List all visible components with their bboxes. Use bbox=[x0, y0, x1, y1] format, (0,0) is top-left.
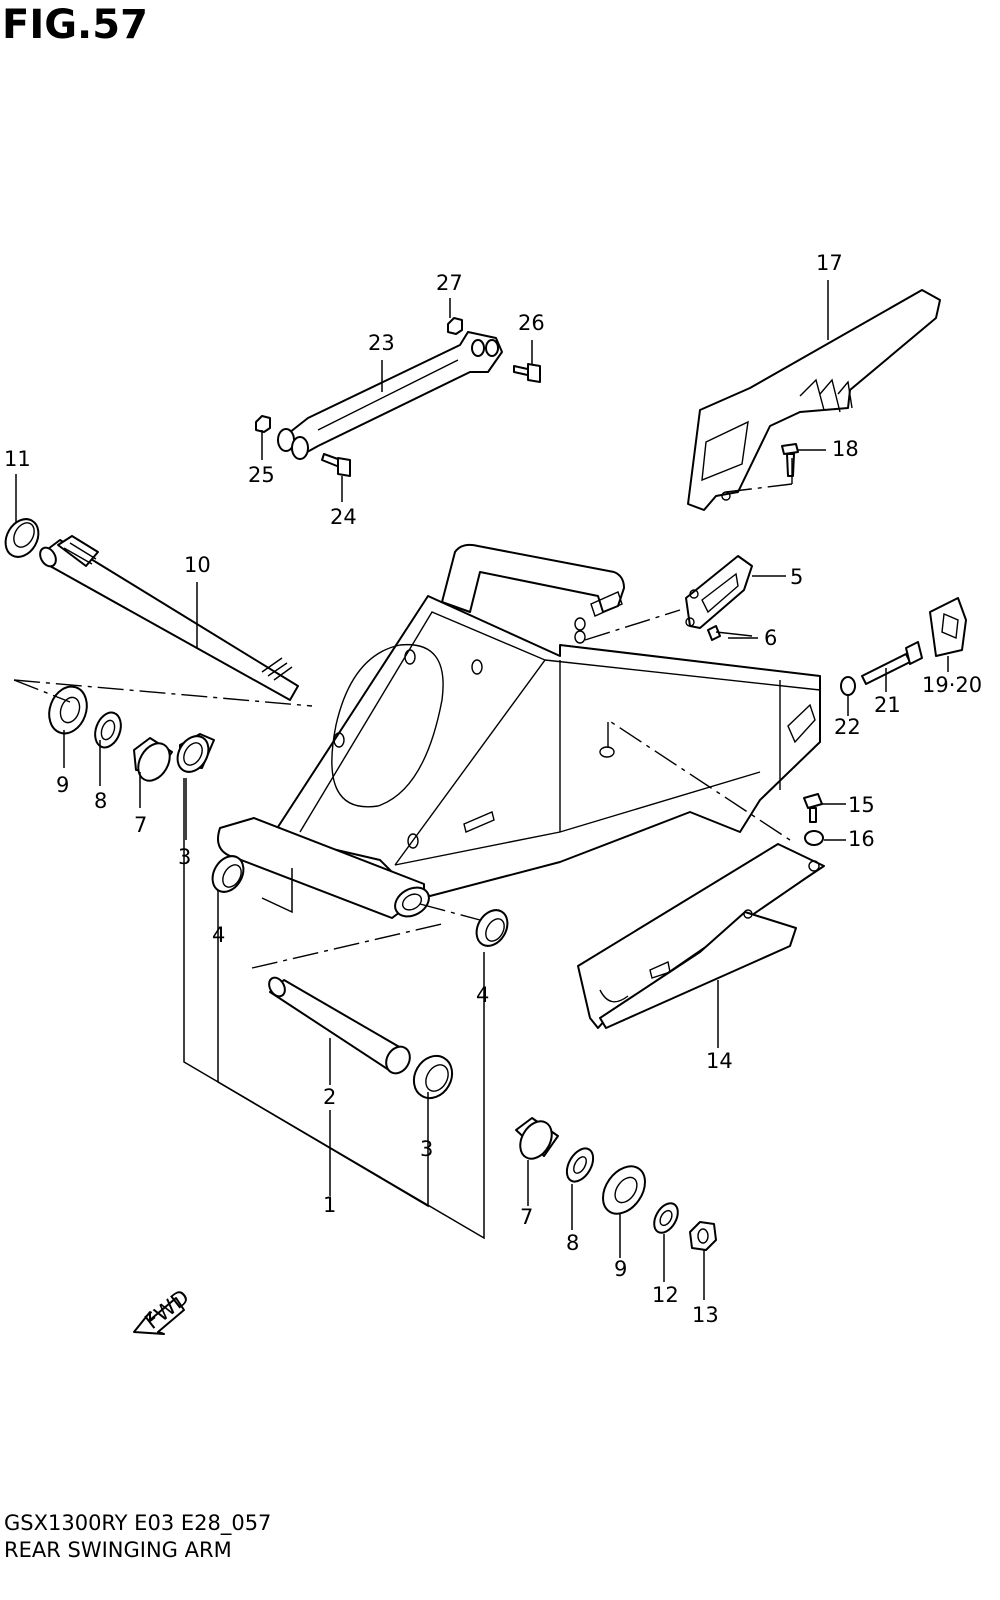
side-plate bbox=[685, 555, 753, 629]
figure-title: FIG.57 bbox=[2, 2, 148, 48]
adjuster-nut bbox=[840, 676, 856, 696]
callout-17: 17 bbox=[816, 251, 843, 275]
callout-27: 27 bbox=[436, 271, 463, 295]
callout-3a: 3 bbox=[178, 845, 191, 869]
needle-bearings bbox=[211, 855, 509, 947]
callout-9a: 9 bbox=[56, 773, 69, 797]
pivot-shaft bbox=[39, 535, 299, 701]
pivot-spacer bbox=[268, 976, 411, 1075]
figure-name: REAR SWINGING ARM bbox=[4, 1538, 232, 1562]
swinging-arm bbox=[217, 543, 821, 919]
buffer-nut bbox=[804, 830, 824, 846]
case-screw bbox=[781, 443, 799, 477]
callout-1: 1 bbox=[323, 1193, 336, 1217]
callout-2: 2 bbox=[323, 1085, 336, 1109]
plate-bolt bbox=[707, 625, 753, 641]
callout-7a: 7 bbox=[134, 813, 147, 837]
chain-adjuster bbox=[929, 597, 967, 657]
callout-4a: 4 bbox=[212, 923, 225, 947]
link-nuts bbox=[255, 317, 463, 433]
callout-labels: 1 2 3 3 4 4 5 6 7 7 8 8 9 9 10 11 12 13 … bbox=[4, 251, 982, 1327]
lower-bearing bbox=[412, 1054, 454, 1100]
callout-4b: 4 bbox=[476, 983, 489, 1007]
callout-13: 13 bbox=[692, 1303, 719, 1327]
torque-link bbox=[277, 331, 503, 460]
fwd-label: FWD bbox=[140, 1285, 193, 1334]
callout-16: 16 bbox=[848, 827, 875, 851]
callout-7b: 7 bbox=[520, 1205, 533, 1229]
callout-3b: 3 bbox=[420, 1137, 433, 1161]
left-bearing-stack bbox=[48, 685, 215, 782]
callout-24: 24 bbox=[330, 505, 357, 529]
chain-case bbox=[687, 289, 941, 511]
callout-19-20: 19·20 bbox=[922, 673, 982, 697]
callout-6: 6 bbox=[764, 626, 777, 650]
callout-22: 22 bbox=[834, 715, 861, 739]
callout-11: 11 bbox=[4, 447, 31, 471]
callout-21: 21 bbox=[874, 693, 901, 717]
callout-9b: 9 bbox=[614, 1257, 627, 1281]
callout-5: 5 bbox=[790, 565, 803, 589]
adjuster-bolt bbox=[861, 641, 923, 685]
callout-8a: 8 bbox=[94, 789, 107, 813]
figure-code: GSX1300RY E03 E28_057 bbox=[4, 1511, 272, 1535]
fwd-arrow-icon: FWD bbox=[133, 1285, 194, 1335]
callout-18: 18 bbox=[832, 437, 859, 461]
callout-25: 25 bbox=[248, 463, 275, 487]
center-lines bbox=[13, 454, 793, 969]
leader-lines bbox=[15, 280, 949, 1300]
link-bolts bbox=[321, 363, 541, 477]
buffer-bolt bbox=[803, 793, 823, 823]
callout-12: 12 bbox=[652, 1283, 679, 1307]
callout-10: 10 bbox=[184, 553, 211, 577]
pivot-nut bbox=[4, 518, 40, 558]
chain-buffer bbox=[577, 843, 825, 1029]
callout-26: 26 bbox=[518, 311, 545, 335]
callout-15: 15 bbox=[848, 793, 875, 817]
callout-8b: 8 bbox=[566, 1231, 579, 1255]
right-bearing-stack bbox=[515, 1117, 717, 1251]
callout-14: 14 bbox=[706, 1049, 733, 1073]
callout-23: 23 bbox=[368, 331, 395, 355]
